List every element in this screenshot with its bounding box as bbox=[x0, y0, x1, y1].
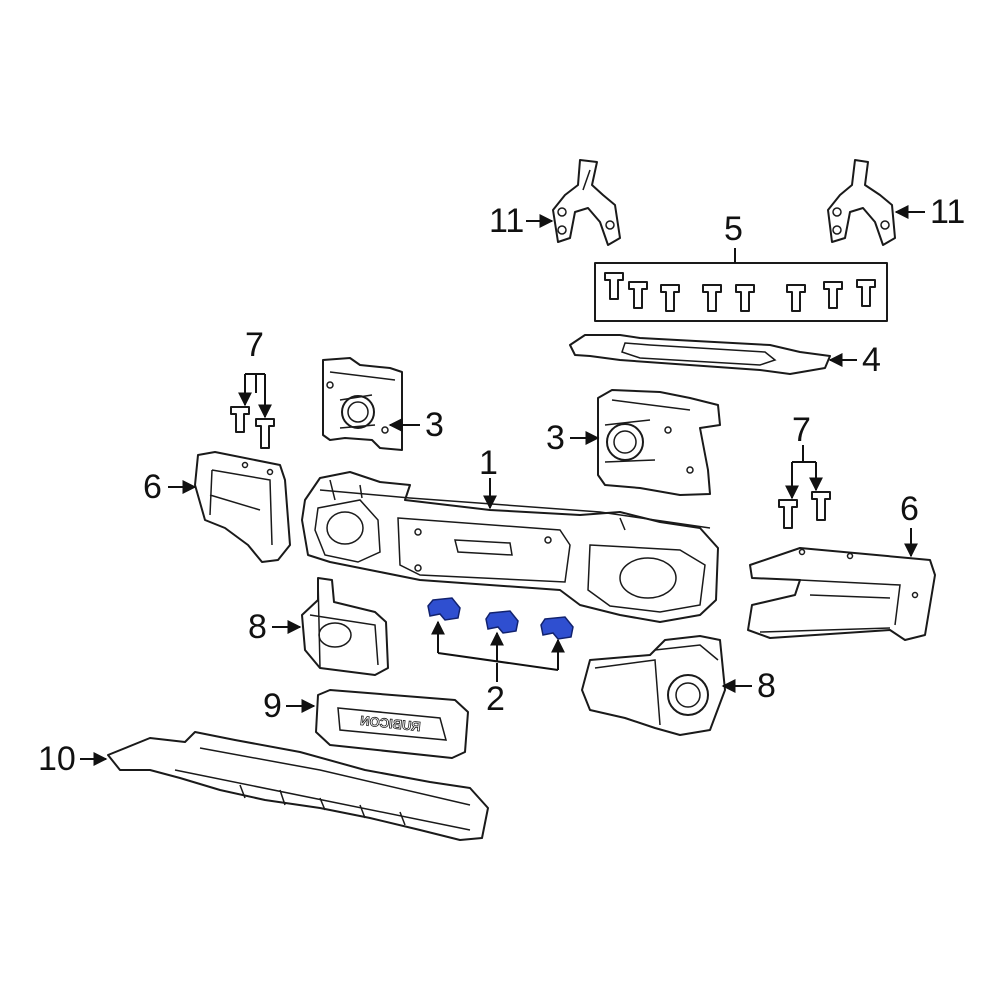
bracket-right[interactable] bbox=[827, 159, 896, 246]
kit-bolt bbox=[660, 284, 680, 312]
callout-3-left: 3 bbox=[425, 406, 444, 444]
kit-bolt bbox=[856, 279, 876, 307]
callout-10: 10 bbox=[38, 740, 76, 778]
grille-emblem[interactable]: RUBICON bbox=[315, 689, 469, 759]
callout-11-right: 11 bbox=[930, 193, 966, 231]
bolt-kit[interactable] bbox=[594, 262, 888, 322]
kit-bolt bbox=[823, 281, 843, 309]
fog-housing-right[interactable] bbox=[581, 635, 726, 736]
fog-housing-left[interactable] bbox=[301, 577, 389, 676]
callout-6-right: 6 bbox=[900, 490, 919, 528]
callout-2: 2 bbox=[486, 680, 505, 718]
callout-7-left: 7 bbox=[245, 326, 264, 364]
callout-3-right: 3 bbox=[546, 419, 565, 457]
kit-bolt bbox=[604, 272, 624, 300]
callout-9: 9 bbox=[263, 687, 282, 725]
callout-4: 4 bbox=[862, 341, 881, 379]
frame-mount-left[interactable] bbox=[322, 357, 403, 451]
bumper-bar[interactable] bbox=[301, 471, 719, 623]
callout-11-left: 11 bbox=[489, 202, 525, 240]
bolt-pair-right[interactable] bbox=[778, 491, 831, 529]
clip-2[interactable] bbox=[485, 610, 519, 634]
kit-bolt bbox=[786, 284, 806, 312]
callout-8-left: 8 bbox=[248, 608, 267, 646]
frame-mount-right[interactable] bbox=[597, 389, 721, 496]
callout-7-right: 7 bbox=[792, 411, 811, 449]
callout-8-right: 8 bbox=[757, 667, 776, 705]
reinforcement-plate[interactable] bbox=[569, 334, 831, 375]
skid-plate[interactable] bbox=[107, 731, 489, 841]
clip-3[interactable] bbox=[540, 616, 574, 640]
kit-bolt bbox=[628, 281, 648, 309]
bracket-left[interactable] bbox=[552, 159, 621, 246]
clip-1[interactable] bbox=[427, 597, 461, 621]
end-cap-right[interactable] bbox=[747, 547, 936, 641]
leader-lines bbox=[80, 205, 925, 766]
callout-6-left: 6 bbox=[143, 468, 162, 506]
callout-1: 1 bbox=[479, 444, 498, 482]
grille-lettering: RUBICON bbox=[360, 713, 422, 734]
bolt-pair-left[interactable] bbox=[230, 406, 275, 449]
kit-bolt bbox=[735, 284, 755, 312]
callout-5: 5 bbox=[724, 210, 743, 248]
kit-bolt bbox=[702, 284, 722, 312]
end-cap-left[interactable] bbox=[194, 451, 291, 563]
